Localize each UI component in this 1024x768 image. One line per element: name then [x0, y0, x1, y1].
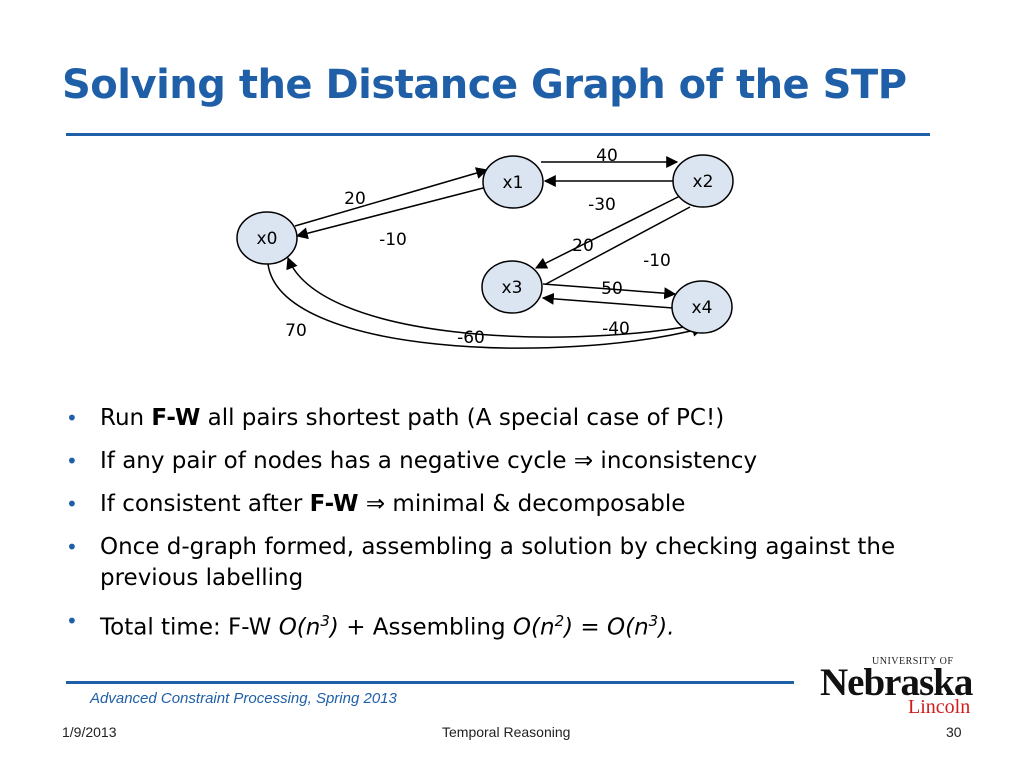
- bullet-text: Run: [100, 405, 152, 431]
- bullet-text: If consistent after: [100, 491, 310, 517]
- bullet-dot: •: [66, 492, 78, 516]
- bullet-dot: •: [66, 406, 78, 430]
- edge-weight: 40: [596, 146, 618, 166]
- bullet-text: 3: [648, 612, 659, 630]
- footer-divider: [66, 681, 794, 684]
- bullet-text: F-W: [151, 405, 201, 431]
- edge-weight: -10: [379, 230, 407, 250]
- bullet-dot: •: [66, 609, 78, 633]
- bullet-text: O(n: [512, 614, 555, 641]
- footer-date: 1/9/2013: [62, 724, 117, 740]
- edge-weight: 70: [285, 321, 307, 341]
- node-label: x4: [692, 298, 713, 318]
- bullet-item: • Run F-W all pairs shortest path (A spec…: [62, 403, 962, 434]
- slide-title: Solving the Distance Graph of the STP: [62, 62, 907, 108]
- edge-x2-x3: [534, 195, 681, 269]
- edge-weight: 20: [572, 236, 594, 256]
- logo-university: UNIVERSITY OF: [872, 656, 954, 667]
- distance-graph: x0 x1 x2 x3 x4 20 -10 40 -30 20 50 -40 -…: [236, 146, 734, 349]
- edge-x0-x1: [294, 167, 489, 227]
- edge-weight: -30: [588, 195, 616, 215]
- edge-weight: -60: [457, 328, 485, 348]
- bullet-text: O(n: [278, 614, 321, 641]
- bullet-text: [359, 491, 366, 517]
- edge-x1-x0: [295, 186, 488, 240]
- edge-weight: 50: [601, 279, 623, 299]
- bullet-text: minimal & decomposable: [385, 491, 686, 517]
- node-x0: x0: [236, 211, 298, 265]
- node-label: x0: [257, 229, 278, 249]
- edge-weight: -40: [602, 319, 630, 339]
- bullet-item: • If any pair of nodes has a negative cy…: [62, 446, 962, 477]
- bullet-text: 3: [320, 612, 330, 630]
- logo-name: Nebraska: [820, 661, 973, 704]
- edge-weight: -10: [643, 251, 671, 271]
- bullet-text: ⇒: [573, 448, 594, 474]
- node-x1: x1: [482, 155, 544, 209]
- bullet-text: all pairs shortest path (A special case …: [200, 405, 725, 431]
- node-label: x3: [502, 278, 523, 298]
- bullet-text: ).: [658, 614, 675, 641]
- edge-x2-x4: [545, 206, 691, 285]
- bullet-item: • Total time: F-W O(n3) + Assembling O(n…: [62, 606, 962, 644]
- bullet-text: If any pair of nodes has a negative cycl…: [100, 448, 574, 474]
- bullet-text: ): [329, 614, 339, 641]
- bullet-text: O(n: [607, 614, 649, 641]
- node-label: x2: [693, 172, 714, 192]
- node-label: x1: [503, 173, 524, 193]
- bullet-list: • Run F-W all pairs shortest path (A spec…: [62, 403, 962, 656]
- bullet-dot: •: [66, 449, 78, 473]
- node-x4: x4: [671, 280, 733, 334]
- course-name: Advanced Constraint Processing, Spring 2…: [90, 690, 397, 707]
- footer-title: Temporal Reasoning: [442, 724, 571, 740]
- edge-x4-x0: [286, 256, 697, 338]
- bullet-text: ⇒: [365, 491, 386, 517]
- node-x3: x3: [481, 260, 543, 314]
- bullet-text: Total time: F-W: [100, 614, 279, 641]
- edge-x4-x3: [541, 292, 674, 309]
- edge-weight: 20: [344, 189, 366, 209]
- bullet-item: • If consistent after F-W ⇒ minimal & de…: [62, 489, 962, 520]
- bullet-dot: •: [66, 535, 78, 559]
- page-number: 30: [946, 724, 962, 740]
- bullet-text: 2: [554, 612, 565, 630]
- bullet-text: F-W: [309, 491, 359, 517]
- bullet-item: • Once d-graph formed, assembling a solu…: [62, 532, 962, 594]
- bullet-text: ): [564, 614, 574, 641]
- bullet-text: Once d-graph formed, assembling a soluti…: [100, 534, 896, 591]
- bullet-text: + Assembling: [338, 614, 513, 641]
- node-x2: x2: [672, 154, 734, 208]
- edge-x3-x4: [542, 283, 677, 300]
- edge-x0-x4: [267, 263, 705, 349]
- title-divider: [66, 133, 930, 136]
- bullet-text: inconsistency: [593, 448, 758, 474]
- university-logo: UNIVERSITY OF Nebraska Lincoln: [820, 656, 973, 720]
- logo-city: Lincoln: [908, 696, 971, 718]
- bullet-text: =: [573, 614, 608, 641]
